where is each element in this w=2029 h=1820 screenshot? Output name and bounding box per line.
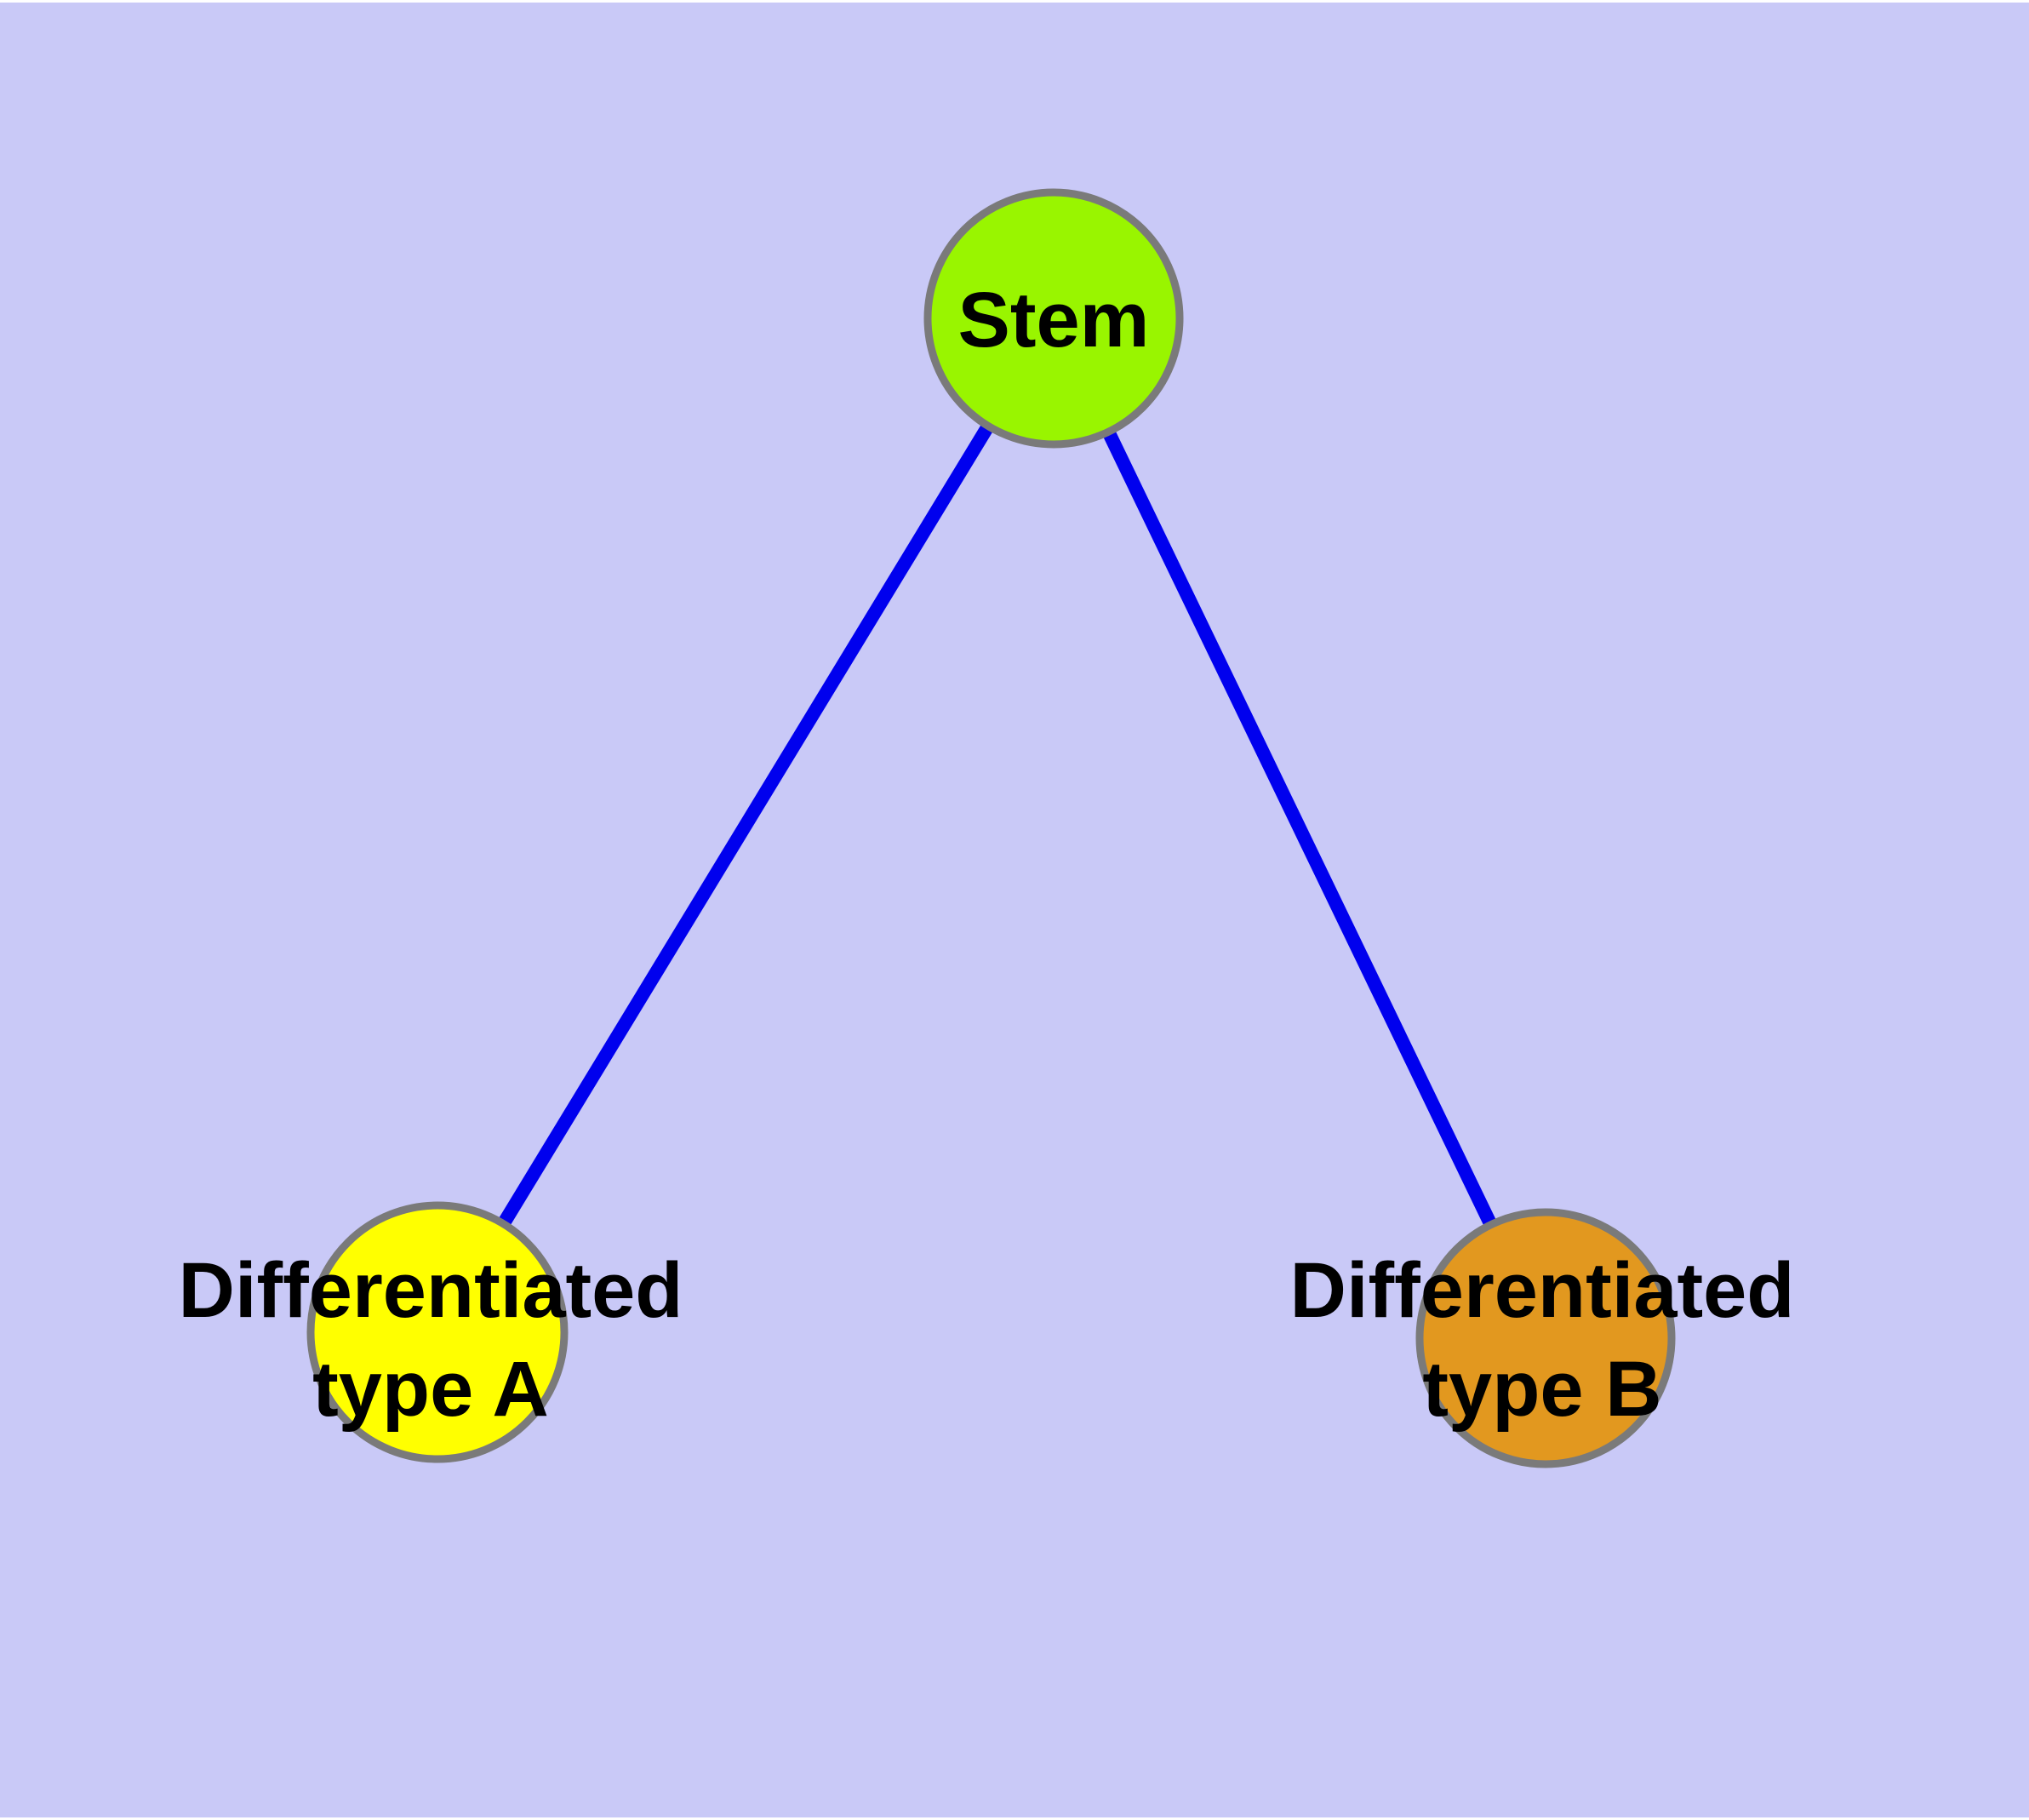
node-type-a-label-line-1: Differentiated: [178, 1247, 683, 1334]
diagram-canvas: Stem Differentiated type A Differentiate…: [0, 3, 2029, 1817]
node-type-b-circle: [1415, 1208, 1676, 1468]
node-type-a-label: Differentiated type A: [179, 1241, 683, 1439]
node-stem-circle: [923, 188, 1184, 449]
edge-stem-to-type-b: [1047, 315, 1552, 1342]
node-type-b-label-line-1: Differentiated: [1289, 1247, 1795, 1334]
node-stem-label: Stem: [958, 271, 1150, 369]
node-type-a-label-line-2: type A: [312, 1346, 549, 1433]
node-stem-label-line-1: Stem: [957, 277, 1150, 363]
graph-svg: [306, 188, 1676, 1468]
node-type-b-label-line-2: type B: [1422, 1346, 1662, 1433]
node-type-a-circle: [306, 1201, 569, 1463]
edge-stem-to-type-a: [432, 314, 1060, 1336]
node-type-b-label: Differentiated type B: [1290, 1241, 1795, 1439]
